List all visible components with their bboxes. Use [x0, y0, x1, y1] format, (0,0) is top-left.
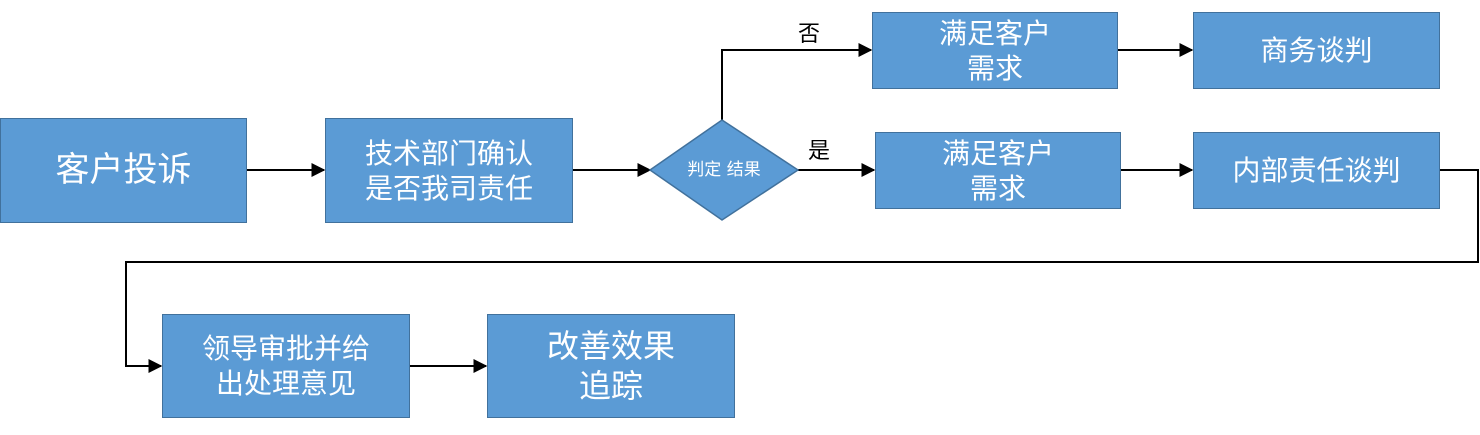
node-leader-review: 领导审批并给 出处理意见 — [162, 314, 410, 418]
node-tech-confirm: 技术部门确认 是否我司责任 — [325, 118, 573, 223]
node-satisfy-customer-yes: 满足客户 需求 — [875, 132, 1121, 209]
node-label-line1: 改善效果 — [546, 327, 675, 365]
decision-label-line1: 判定 — [687, 159, 722, 180]
node-label: 内部责任谈判 — [1232, 154, 1401, 187]
node-internal-negotiation: 内部责任谈判 — [1193, 132, 1440, 209]
edge-internal-to-leader — [125, 169, 1479, 373]
node-improvement-tracking: 改善效果 追踪 — [487, 314, 735, 418]
node-label-line1: 满足客户 — [938, 16, 1051, 50]
node-business-negotiation: 商务谈判 — [1193, 12, 1440, 89]
node-label-line2: 需求 — [966, 51, 1023, 85]
node-label-line1: 满足客户 — [941, 136, 1054, 170]
node-label: 商务谈判 — [1260, 34, 1373, 67]
edge-label-yes: 是 — [808, 139, 831, 164]
node-label-line2: 是否我司责任 — [364, 171, 533, 205]
decision-diamond — [648, 119, 800, 221]
edge-label-no: 否 — [798, 22, 821, 47]
node-label-line2: 需求 — [969, 171, 1026, 205]
node-label: 客户投诉 — [55, 150, 192, 191]
decision-label: 判定 结果 — [650, 120, 798, 220]
node-label-line2: 出处理意见 — [215, 367, 356, 400]
edge-decision-no-to-satisfy — [721, 43, 873, 120]
node-satisfy-customer-no: 满足客户 需求 — [872, 12, 1118, 89]
node-label-line1: 技术部门确认 — [364, 136, 533, 170]
decision-label-line2: 结果 — [726, 159, 761, 180]
node-customer-complaint: 客户投诉 — [0, 118, 247, 223]
node-label-line2: 追踪 — [578, 367, 643, 405]
node-label-line1: 领导审批并给 — [201, 332, 370, 365]
